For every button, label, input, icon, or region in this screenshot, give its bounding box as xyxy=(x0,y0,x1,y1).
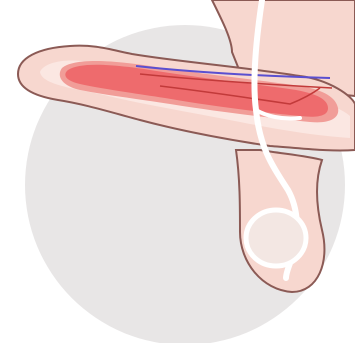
testis-shape xyxy=(246,210,306,266)
